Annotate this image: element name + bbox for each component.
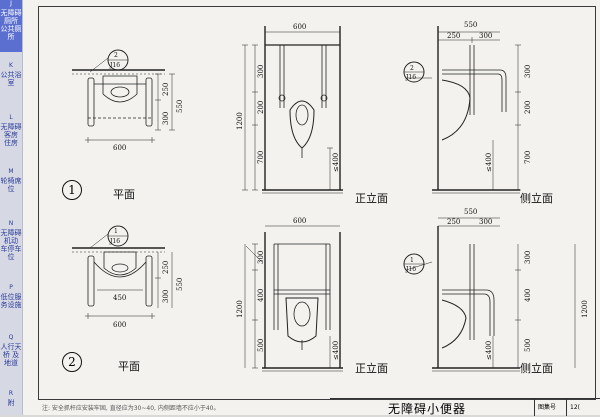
tab-r[interactable]: R 附 (0, 390, 22, 415)
tab-letter: M (8, 168, 14, 175)
dim-text: 200 (257, 101, 265, 114)
ref-top: 1 (114, 228, 118, 235)
plan-view-2 (72, 225, 173, 319)
tab-label: 低位服 务设施 (0, 293, 22, 309)
dim-text: 300 (162, 112, 170, 125)
dim-text: 250 (162, 83, 170, 96)
title-block: 无障碍小便器 图集号 12( (330, 398, 600, 416)
tab-l[interactable]: L 无障碍客房 住房 (0, 114, 22, 162)
dim-text: ≤400 (332, 153, 340, 172)
dim-text: 450 (113, 294, 126, 302)
tab-label: 无障碍客房 住房 (0, 123, 22, 147)
dim-text: ≤400 (485, 341, 493, 360)
dim-text: 250 (447, 32, 460, 40)
front-view-2 (244, 225, 343, 369)
tab-letter: K (9, 62, 13, 69)
tab-n[interactable]: N 无障碍机动 车停车位 (0, 220, 22, 278)
tab-letter: J (10, 0, 12, 7)
tab-label: 人行天桥 及地道 (0, 343, 22, 367)
dim-text: 500 (524, 339, 532, 352)
tab-letter: N (8, 220, 14, 227)
tab-k[interactable]: K 公共浴室 (0, 62, 22, 106)
tab-letter: R (8, 390, 14, 397)
diagram-number-2: 2 (62, 352, 82, 372)
dim-text: 700 (524, 151, 532, 164)
tab-label: 轮椅席位 (0, 177, 22, 193)
dim-text: 300 (524, 65, 532, 78)
chapter-tab-strip: J 无障碍厕所 公共厕所 K 公共浴室 L 无障碍客房 住房 M 轮椅席位 N … (0, 0, 23, 415)
drawing-title: 无障碍小便器 (388, 402, 467, 416)
drawing-frame (38, 6, 596, 400)
dim-text: 700 (257, 151, 265, 164)
ref-bottom: J16 (405, 266, 416, 273)
dim-text: 550 (464, 21, 477, 29)
dim-text: 1200 (236, 112, 244, 130)
dim-text: 300 (479, 218, 492, 226)
dim-text: ≤400 (485, 153, 493, 172)
dim-text: 550 (176, 100, 184, 113)
tab-letter: P (9, 284, 13, 291)
dim-text: 300 (479, 32, 492, 40)
dim-text: 300 (162, 290, 170, 303)
dim-text: 1200 (581, 300, 589, 318)
atlas-number-label: 图集号 (534, 399, 566, 416)
dim-text: 300 (524, 251, 532, 264)
tab-label: 附 (7, 399, 15, 407)
ref-top: 1 (410, 257, 414, 264)
tab-label: 无障碍机动 车停车位 (0, 229, 22, 261)
diagram-number-1: 1 (62, 180, 82, 200)
side-view-2 (403, 217, 576, 369)
dim-text: 600 (293, 217, 306, 225)
ref-bottom: J16 (109, 62, 120, 69)
front-label-2: 正立面 (355, 362, 388, 375)
dim-text: 600 (113, 144, 126, 152)
dim-text: 400 (257, 289, 265, 302)
dim-text: 400 (524, 289, 532, 302)
page-number: 12( (566, 399, 600, 416)
tab-label: 公共浴室 (0, 71, 22, 87)
ref-top: 2 (114, 52, 118, 59)
dim-text: 200 (524, 101, 532, 114)
tab-j[interactable]: J 无障碍厕所 公共厕所 (0, 0, 22, 52)
dim-text: 300 (257, 65, 265, 78)
dim-text: 550 (464, 208, 477, 216)
side-view-1 (403, 26, 521, 191)
dim-text: 300 (257, 251, 265, 264)
dim-text: 550 (176, 278, 184, 291)
tab-label: 无障碍厕所 公共厕所 (0, 9, 22, 41)
front-label-1: 正立面 (355, 192, 388, 205)
dim-text: 250 (447, 218, 460, 226)
plan-label-2: 平面 (118, 360, 140, 373)
ref-bottom: J16 (109, 238, 120, 245)
dim-text: 600 (293, 23, 306, 31)
side-label-1: 侧立面 (520, 192, 553, 205)
dim-text: 600 (113, 321, 126, 329)
plan-view-1 (72, 49, 175, 143)
dim-text: 250 (162, 261, 170, 274)
footnote: 注: 安全抓杆应安装牢固, 直径应为30~40, 内侧距墙不应小于40。 (42, 405, 220, 412)
dim-text: ≤400 (332, 341, 340, 360)
plan-label-1: 平面 (113, 188, 135, 201)
ref-bottom: J16 (405, 74, 416, 81)
tab-letter: L (9, 114, 13, 121)
ref-top: 2 (410, 65, 414, 72)
front-view-1 (242, 26, 343, 191)
side-label-2: 侧立面 (520, 362, 553, 375)
tab-p[interactable]: P 低位服 务设施 (0, 284, 22, 328)
tab-letter: Q (8, 334, 14, 341)
tab-m[interactable]: M 轮椅席位 (0, 168, 22, 212)
dim-text: 500 (257, 339, 265, 352)
dim-text: 1200 (236, 300, 244, 318)
tab-q[interactable]: Q 人行天桥 及地道 (0, 334, 22, 382)
